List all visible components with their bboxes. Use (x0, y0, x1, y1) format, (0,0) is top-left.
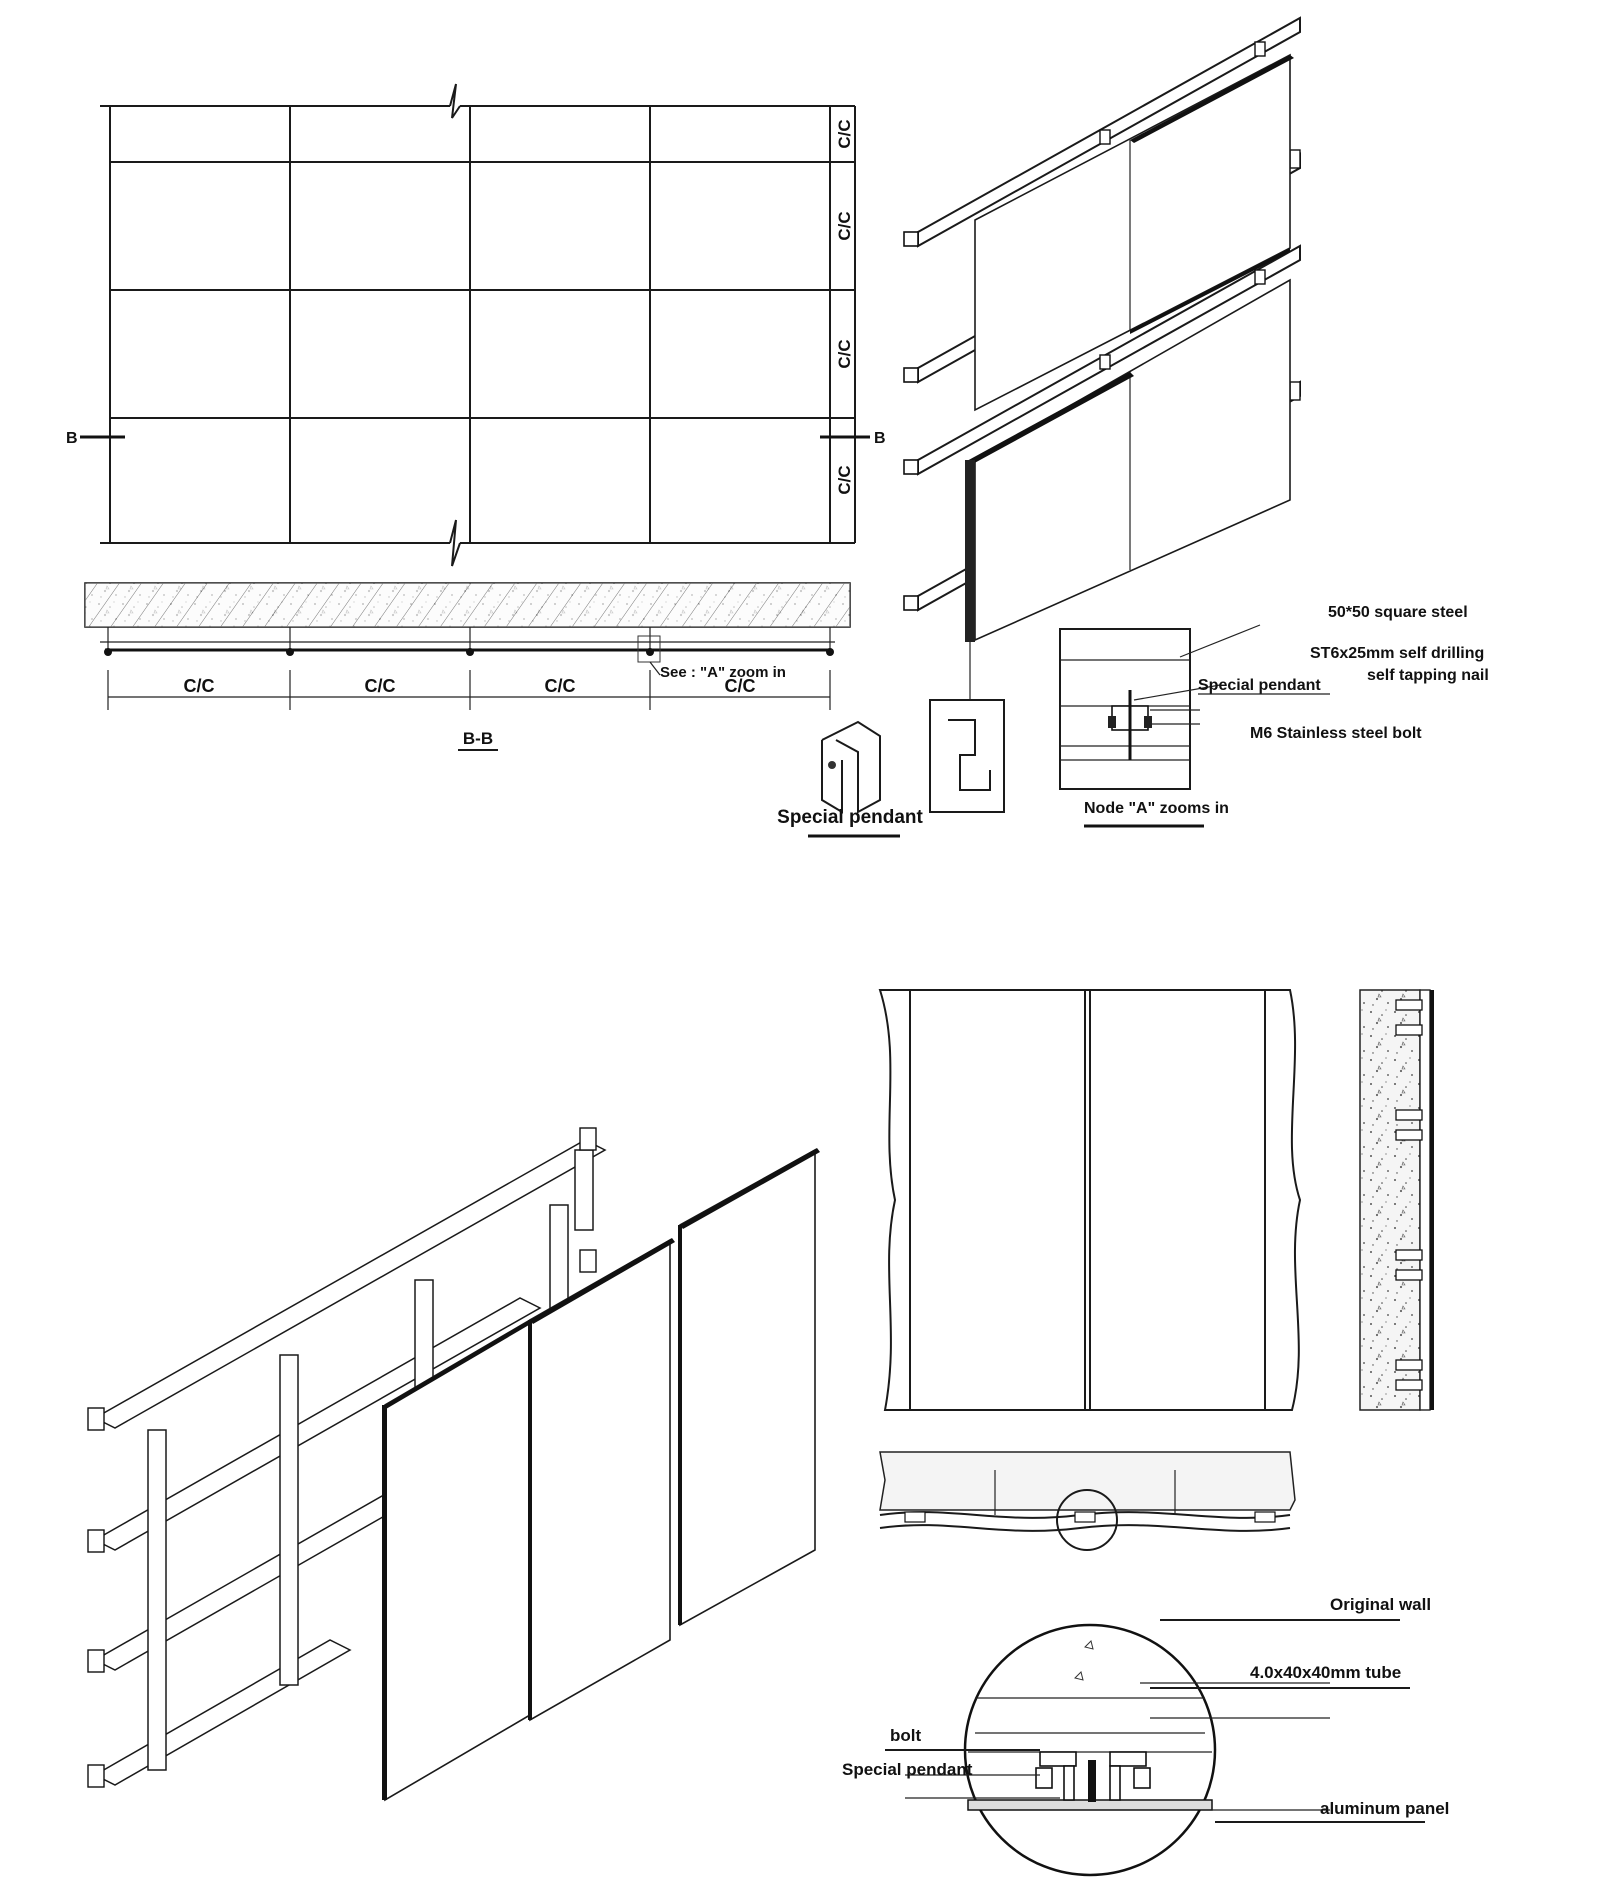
label-aluminum-panel: aluminum panel (1320, 1799, 1449, 1818)
iso-panels-top (903, 16, 1301, 700)
label-m6-bolt: M6 Stainless steel bolt (1250, 725, 1422, 742)
bb-dim-4: C/C (725, 676, 756, 696)
section-bb: C/C C/C C/C C/C See : "A" zoom in B-B (84, 582, 851, 751)
break-mark-bottom (449, 519, 461, 567)
pendant-profile (929, 699, 1005, 813)
label-nail-line2: self tapping nail (1367, 667, 1489, 684)
dim-cc-4: C/C (835, 465, 854, 494)
label-special-pendant: Special pendant (1198, 677, 1321, 694)
label-special-pendant-detail: Special pendant (842, 1760, 973, 1779)
section-marker-left: B (66, 430, 78, 447)
section-marker-right: B (874, 430, 886, 447)
elevation-grid: C/C C/C C/C C/C B B (66, 83, 886, 567)
exploded-panel-1 (384, 1318, 531, 1802)
panel-elevation-wavy (878, 989, 1302, 1411)
callout-box (637, 635, 661, 663)
side-section (1359, 989, 1434, 1411)
special-pendant-title: Special pendant (777, 807, 923, 828)
label-nail-line1: ST6x25mm self drilling (1310, 645, 1484, 662)
label-tube: 4.0x40x40mm tube (1250, 1663, 1401, 1682)
detail-callout-circle (1056, 1489, 1118, 1551)
plan-strip (879, 1451, 1296, 1551)
see-a-callout: See : "A" zoom in (660, 664, 786, 681)
label-bolt: bolt (890, 1726, 921, 1745)
special-pendant-iso: Special pendant (777, 720, 924, 838)
bb-dim-1: C/C (184, 676, 215, 696)
anchor-group (104, 627, 834, 656)
bb-dim-2: C/C (365, 676, 396, 696)
node-a-title: Node "A" zooms in (1084, 800, 1229, 817)
label-square-steel: 50*50 square steel (1328, 604, 1468, 621)
bb-dim-3: C/C (545, 676, 576, 696)
node-a-detail: 50*50 square steel ST6x25mm self drillin… (1059, 604, 1489, 828)
dim-cc-3: C/C (835, 339, 854, 368)
dim-cc-2: C/C (835, 211, 854, 240)
break-mark-top (449, 83, 461, 119)
section-bb-title: B-B (463, 729, 493, 748)
detail-circle: Original wall 4.0x40x40mm tube bolt Spec… (842, 1595, 1449, 1877)
label-original-wall: Original wall (1330, 1595, 1431, 1614)
iso-frame-bottom (87, 1127, 820, 1802)
dim-cc-1: C/C (835, 119, 854, 148)
exploded-panel-3 (679, 1148, 816, 1627)
